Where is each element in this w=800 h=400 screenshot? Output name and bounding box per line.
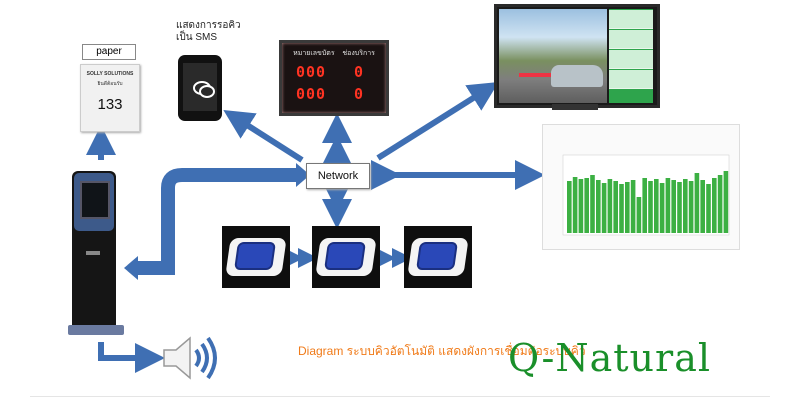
report-bar	[596, 180, 601, 233]
arrow-network-tv	[376, 82, 499, 161]
report-bar	[578, 179, 584, 233]
speaker-icon	[163, 336, 217, 380]
arrow-kiosk-speaker	[98, 342, 165, 373]
paper-ticket: SOLLY SOLUTIONS ยินดีต้อนรับ 133	[80, 64, 140, 132]
report-bar	[625, 182, 630, 233]
tv-monitor	[494, 4, 660, 108]
report-bar	[717, 175, 723, 233]
paper-label: paper	[82, 44, 136, 60]
diagram-caption: Diagram ระบบคิวอัตโนมัติ แสดงผังการเชื่อ…	[298, 344, 586, 358]
report-bar	[706, 184, 711, 233]
report-bar	[654, 179, 659, 233]
parking-barrier	[519, 73, 555, 77]
sms-label-line2: เป็น SMS	[176, 32, 218, 43]
report-bar	[590, 175, 595, 233]
call-button-box-2	[312, 226, 380, 288]
report-bar	[601, 183, 607, 233]
report-bar	[642, 178, 647, 233]
display-header-left: หมายเลขบัตร	[293, 50, 335, 57]
arrow-network-phone	[223, 109, 304, 163]
ticket-brand: SOLLY SOLUTIONS	[86, 71, 134, 77]
display-row2-counter: 0	[354, 85, 365, 103]
chat-bubble-icon-secondary	[199, 85, 215, 98]
report-bar	[630, 180, 636, 233]
report-bar	[683, 179, 688, 233]
sms-label: แสดงการรอคิว เป็น SMS	[176, 20, 241, 44]
report-bar	[636, 197, 642, 233]
sms-label-line1: แสดงการรอคิว	[176, 20, 241, 31]
queue-kiosk	[68, 171, 126, 339]
report-bar	[619, 184, 624, 233]
report-bar	[700, 180, 705, 233]
report-bar	[677, 182, 682, 233]
arrow-kiosk-network	[138, 168, 296, 275]
report-bar	[659, 183, 665, 233]
report-bar	[648, 181, 653, 233]
display-row2-number: 000	[296, 85, 327, 103]
report-screenshot	[542, 124, 740, 250]
report-bar	[688, 181, 694, 233]
display-header-right: ช่องบริการ	[342, 50, 375, 57]
call-button-box-3	[404, 226, 472, 288]
report-bar	[723, 171, 729, 233]
ticket-line: ยินดีต้อนรับ	[97, 81, 123, 87]
report-bar-chart	[562, 154, 730, 236]
car-image	[551, 65, 603, 87]
report-bar	[584, 178, 589, 233]
kiosk-screen	[80, 181, 110, 219]
ticket-number: 133	[97, 96, 123, 113]
tv-stand	[552, 104, 598, 110]
divider	[30, 396, 770, 397]
network-node: Network	[306, 163, 370, 189]
tv-camera-view	[499, 9, 607, 103]
report-bar	[665, 178, 671, 233]
call-button-box-1	[222, 226, 290, 288]
call-button-face	[234, 242, 276, 270]
tv-queue-panel	[609, 9, 653, 103]
report-bar	[694, 173, 700, 233]
brand-logo-text: Q-Natural	[508, 336, 712, 380]
report-bar	[712, 178, 717, 233]
display-row1-number: 000	[296, 63, 327, 81]
phone-screen	[183, 63, 217, 111]
display-row1-counter: 0	[354, 63, 365, 81]
call-button-face	[416, 242, 458, 270]
kiosk-base	[68, 325, 124, 335]
queue-display-board: หมายเลขบัตร ช่องบริการ 000 0 000 0	[279, 40, 389, 116]
report-bar	[613, 181, 618, 233]
report-bar	[572, 177, 578, 233]
display-header: หมายเลขบัตร ช่องบริการ	[282, 48, 386, 59]
kiosk-ticket-slot	[86, 251, 100, 255]
report-bar	[567, 181, 572, 233]
phone-device	[178, 55, 222, 121]
report-bar	[671, 180, 676, 233]
report-bar	[607, 179, 613, 233]
call-button-face	[324, 242, 366, 270]
